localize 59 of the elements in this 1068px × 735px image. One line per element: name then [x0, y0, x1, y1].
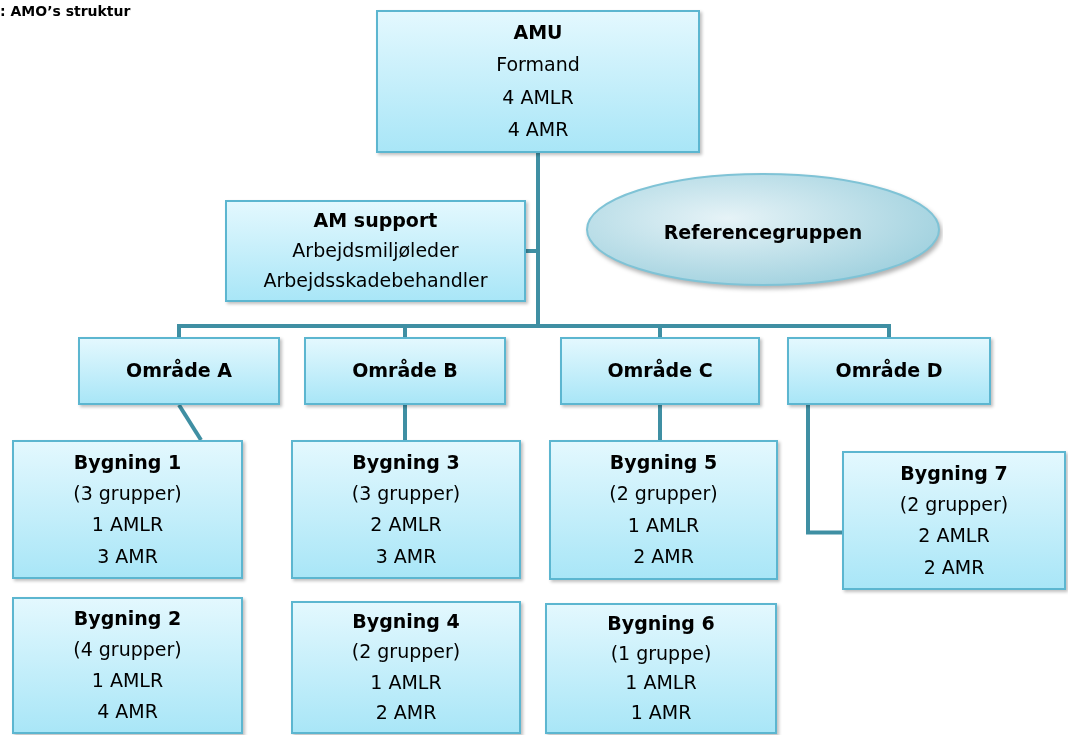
org-box [291, 601, 521, 734]
org-box [225, 200, 526, 302]
node-text: 1 AMLR [627, 514, 700, 537]
area-box [560, 337, 760, 405]
node-text: 3 AMR [375, 545, 437, 568]
org-box [376, 10, 700, 153]
connector-line [177, 403, 203, 442]
org-box [842, 451, 1066, 590]
org-box [545, 603, 777, 734]
node-text: (1 gruppe) [610, 642, 712, 665]
node-heading: Bygning 1 [73, 451, 182, 474]
diagram-title: : AMO’s struktur [0, 3, 131, 19]
node-text: 3 AMR [97, 545, 158, 568]
node-text: Arbejdsskadebehandler [263, 270, 488, 292]
node-heading: Område A [126, 360, 232, 382]
area-box [78, 337, 280, 405]
node-heading: Bygning 4 [352, 611, 460, 634]
node-text: Formand [496, 54, 580, 77]
node-heading: Bygning 2 [73, 608, 182, 630]
node-heading: Område B [352, 360, 458, 382]
org-box [549, 440, 778, 580]
node-text: 2 AMR [633, 546, 694, 569]
node-text: 2 AMLR [370, 514, 442, 537]
node-heading: Referencegruppen [663, 221, 863, 244]
node-text: 1 AMLR [625, 672, 697, 695]
node-text: 2 AMR [375, 701, 437, 724]
node-text: Arbejdsmiljøleder [292, 240, 459, 262]
node-text: (2 grupper) [609, 483, 718, 506]
node-heading: Bygning 3 [352, 451, 460, 474]
connector-line [536, 153, 891, 337]
connector-line [806, 405, 842, 535]
connector-line [658, 405, 662, 440]
node-heading: AM support [313, 210, 438, 232]
node-heading: AMU [513, 22, 563, 45]
node-text: (3 grupper) [351, 482, 461, 505]
node-text: 2 AMR [923, 556, 985, 579]
node-text: (2 grupper) [351, 641, 461, 664]
node-text: 4 AMR [97, 701, 158, 723]
node-heading: Bygning 6 [607, 612, 715, 635]
node-text: 1 AMR [630, 702, 692, 725]
connector-line [403, 405, 407, 440]
org-box [12, 597, 243, 734]
node-text: 2 AMLR [918, 525, 990, 548]
node-text: (3 grupper) [73, 482, 182, 505]
area-box [304, 337, 506, 405]
node-heading: Område C [607, 360, 713, 382]
org-box [12, 440, 243, 579]
node-text: (4 grupper) [73, 639, 182, 661]
node-text: 1 AMLR [370, 671, 442, 694]
node-text: 4 AMLR [502, 86, 574, 109]
org-box [291, 440, 521, 579]
node-heading: Område D [835, 360, 943, 382]
node-text: 1 AMLR [91, 514, 164, 537]
node-heading: Bygning 7 [900, 462, 1008, 485]
node-text: 4 AMR [507, 118, 569, 141]
node-text: (2 grupper) [899, 493, 1009, 516]
area-box [787, 337, 991, 405]
node-heading: Bygning 5 [609, 451, 718, 474]
node-text: 1 AMLR [91, 670, 164, 692]
